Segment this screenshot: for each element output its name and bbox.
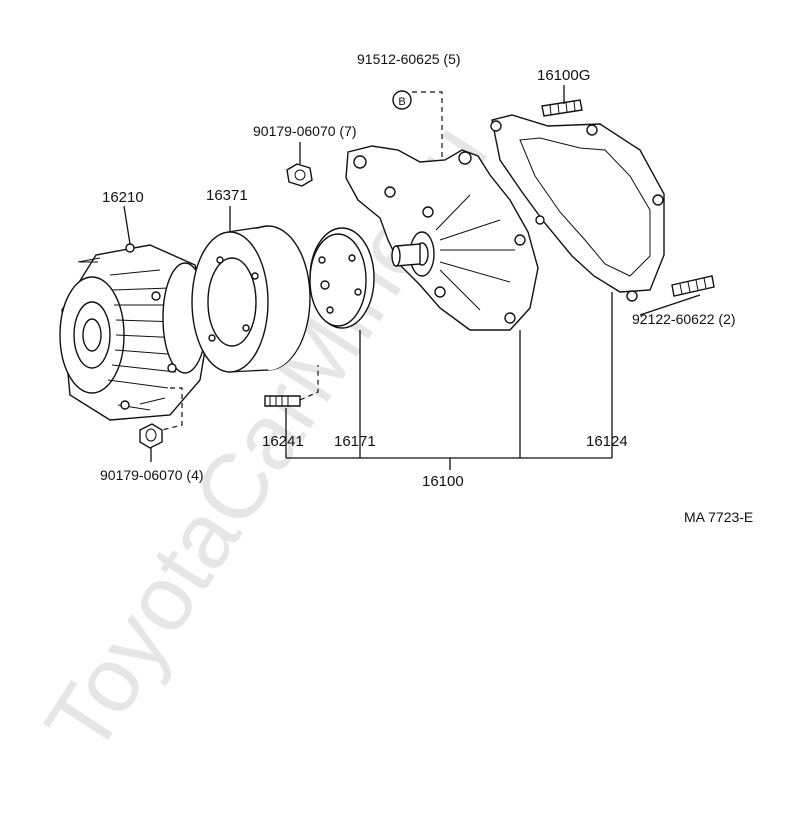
nut-bottom[interactable] (139, 423, 163, 449)
water-pump[interactable] (345, 145, 539, 331)
label-nut-bottom: 90179-06070 (4) (100, 467, 204, 483)
label-stud-left: 16241 (262, 433, 304, 450)
pulley[interactable] (191, 225, 311, 373)
bolt-b[interactable]: B (392, 90, 412, 110)
label-stud-right: 92122-60622 (2) (632, 311, 736, 327)
label-bolt-b: 91512-60625 (5) (357, 51, 461, 67)
label-stud-top: 16100G (537, 67, 590, 84)
stud-right[interactable] (671, 275, 715, 297)
label-plate: 16171 (334, 433, 376, 450)
label-fan-clutch: 16210 (102, 189, 144, 206)
assembly-bracket (285, 292, 613, 470)
plate[interactable] (309, 227, 375, 329)
label-nut-top: 90179-06070 (7) (253, 123, 357, 139)
bolt-marker: B (398, 96, 405, 108)
label-assembly: 16100 (422, 473, 464, 490)
nut-top[interactable] (286, 163, 313, 187)
stud-left[interactable] (264, 395, 301, 407)
fan-clutch[interactable] (59, 243, 211, 421)
label-pulley: 16371 (206, 187, 248, 204)
figure-code: MA 7723-E (684, 509, 753, 525)
stud-top[interactable] (541, 99, 583, 117)
gasket[interactable] (490, 114, 665, 302)
label-gasket: 16124 (586, 433, 628, 450)
